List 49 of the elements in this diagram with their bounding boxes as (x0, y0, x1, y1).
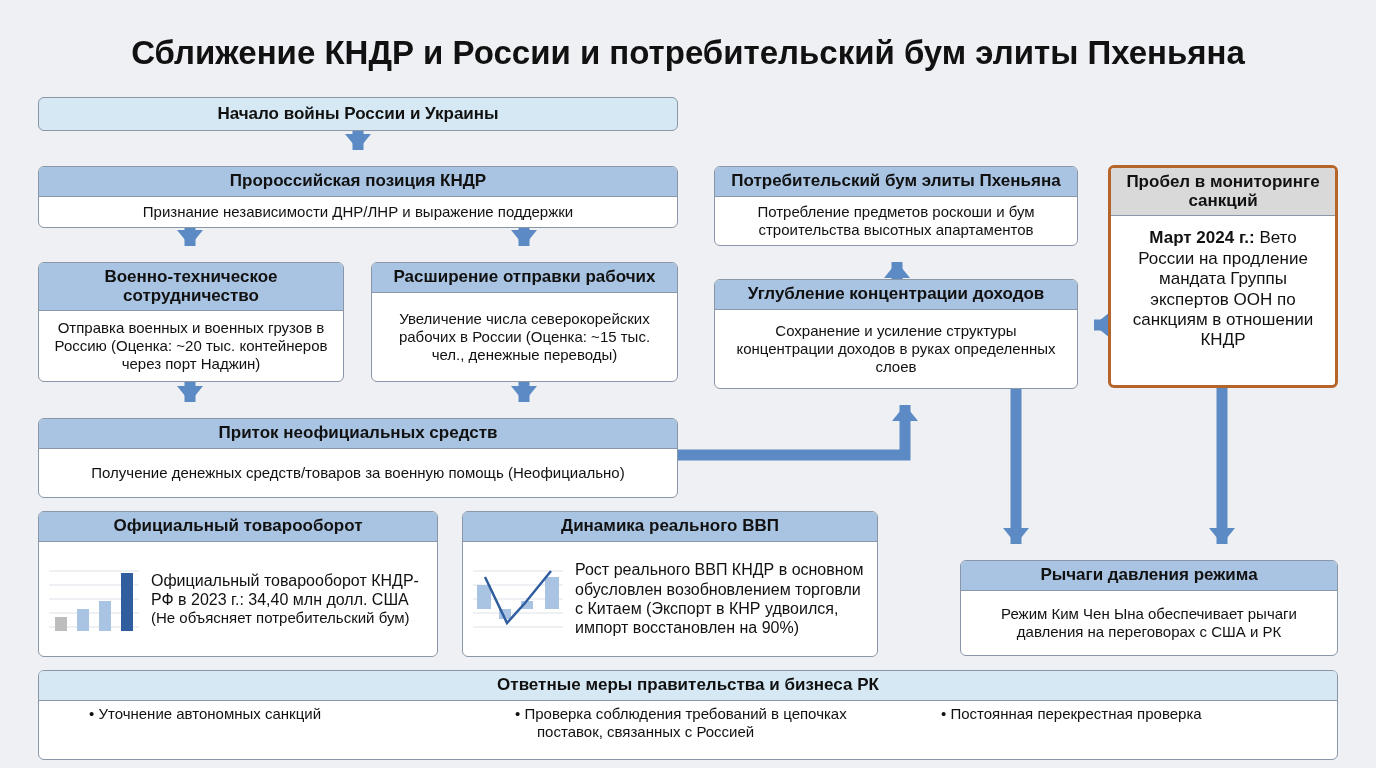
arrow (511, 382, 537, 402)
node-text: Рост реального ВВП КНДР в основном обусловлен возобновлением торговли с Китаем (Экспорт в КНР удвоился, импорт восстановлен на 90%) (575, 560, 865, 638)
arrow (678, 405, 918, 461)
process-box (38, 418, 678, 498)
node-text: (Не объясняет потребительский бум) (151, 609, 411, 628)
node-title: Рычаги давления режима (961, 561, 1337, 591)
node-text: Режим Ким Чен Ына обеспечивает рычаги давления на переговорах с США и РК (1000, 604, 1298, 641)
process-box (462, 511, 878, 657)
node-title: Военно-техническое сотрудничество (39, 263, 343, 312)
node-title: Официальный товарооборот (39, 512, 437, 542)
node-text: Признание независимости ДНР/ЛНР и выражение поддержки (142, 202, 574, 221)
arrow (345, 131, 371, 150)
process-box (38, 262, 344, 382)
node-title: Ответные меры правительства и бизнеса РК (39, 671, 1337, 701)
node-text: Потребление предметов роскоши и бум строительства высотных апартаментов (756, 202, 1036, 239)
node-title: Начало войны России и Украины (216, 102, 500, 125)
process-box (38, 511, 438, 657)
bullet-item: • Уточнение автономных санкций (89, 704, 322, 724)
arrow (1094, 312, 1110, 338)
node-text: Увеличение числа северокорейских рабочих в России (Оценка: ~15 тыс. чел., денежные переводы) (397, 309, 652, 364)
node-text: Сохранение и усиление структуры концентрации доходов в руках определенных слоев (735, 321, 1057, 376)
process-box (1108, 165, 1338, 388)
node-title: Потребительский бум элиты Пхеньяна (715, 167, 1077, 197)
process-box (38, 97, 678, 131)
node-text: Отправка военных и военных грузов в Россию (Оценка: ~20 тыс. контейнеров через порт Наджин) (53, 319, 329, 374)
node-text: Март 2024 г.: Вето России на продление мандата Группы экспертов ООН по санкциям в отношении КНДР (1131, 228, 1315, 351)
node-title: Расширение отправки рабочих (372, 263, 677, 293)
process-box (714, 279, 1078, 389)
process-box (960, 560, 1338, 656)
bullet-item: • Постоянная перекрестная проверка (941, 704, 1203, 724)
node-text: Получение денежных средств/товаров за военную помощь (Неофициально) (91, 463, 625, 482)
bullet-item: • Проверка соблюдения требований в цепочках поставок, связанных с Россией (515, 704, 848, 741)
node-text: Официальный товарооборот КНДР-РФ в 2023 г.: 34,40 млн долл. США (151, 570, 420, 610)
process-box (38, 670, 1338, 760)
process-box (371, 262, 678, 382)
arrow (511, 228, 537, 246)
node-title: Пробел в мониторинге санкций (1111, 168, 1335, 217)
arrow (884, 262, 910, 279)
node-title: Пророссийская позиция КНДР (39, 167, 677, 197)
node-title: Динамика реального ВВП (463, 512, 877, 542)
node-title: Приток неофициальных средств (39, 419, 677, 449)
arrow (1003, 389, 1029, 544)
diagram-title: Сближение КНДР и России и потребительский бум элиты Пхеньяна (130, 34, 1246, 72)
arrow (177, 228, 203, 246)
process-box (38, 166, 678, 228)
process-box (714, 166, 1078, 246)
arrow (1209, 388, 1235, 544)
arrow (177, 382, 203, 402)
node-title: Углубление концентрации доходов (715, 280, 1077, 310)
